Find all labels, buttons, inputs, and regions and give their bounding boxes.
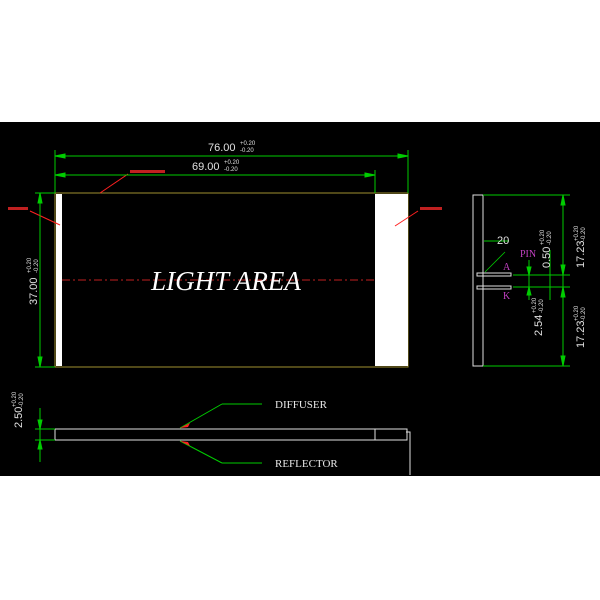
svg-text:+0.20: +0.20 bbox=[532, 297, 538, 313]
dim-2-54: 2.54 +0.20 -0.20 bbox=[532, 297, 545, 336]
svg-text:-0.20: -0.20 bbox=[34, 259, 40, 273]
svg-text:+0.20: +0.20 bbox=[224, 160, 240, 166]
dim-20: 20 bbox=[497, 235, 509, 247]
chinese-note-right bbox=[420, 207, 442, 210]
dim-0-50: 0.50 +0.20 -0.20 bbox=[540, 229, 553, 268]
anode-label: A bbox=[503, 262, 511, 273]
cathode-label: K bbox=[503, 291, 511, 302]
pin-label: PIN bbox=[520, 249, 536, 260]
left-white-strip bbox=[56, 194, 62, 366]
svg-text:2.54: 2.54 bbox=[533, 315, 545, 336]
svg-text:0.50: 0.50 bbox=[541, 247, 553, 268]
diffuser-label: DIFFUSER bbox=[275, 399, 328, 411]
svg-text:+0.20: +0.20 bbox=[540, 229, 546, 245]
dim-17-23-lower: 17.23 +0.20 -0.20 bbox=[574, 305, 587, 348]
side-view bbox=[472, 194, 570, 367]
svg-text:+0.20: +0.20 bbox=[240, 141, 256, 147]
bottom-view bbox=[35, 403, 411, 475]
svg-text:-0.20: -0.20 bbox=[19, 393, 25, 407]
chinese-note-top bbox=[130, 170, 165, 173]
svg-text:-0.20: -0.20 bbox=[581, 307, 587, 321]
svg-text:+0.20: +0.20 bbox=[12, 391, 18, 407]
right-white-strip bbox=[375, 194, 408, 366]
light-area-label: LIGHT AREA bbox=[150, 266, 301, 296]
svg-text:17.23: 17.23 bbox=[575, 320, 587, 348]
svg-text:-0.20: -0.20 bbox=[224, 167, 238, 173]
dim-2-50: 2.50 +0.20 -0.20 bbox=[12, 391, 25, 428]
svg-text:37.00: 37.00 bbox=[28, 277, 40, 305]
pin-anode bbox=[476, 272, 512, 277]
svg-text:-0.20: -0.20 bbox=[547, 231, 553, 245]
svg-text:-0.20: -0.20 bbox=[240, 148, 254, 154]
svg-text:+0.20: +0.20 bbox=[574, 225, 580, 241]
dim-76: 76.00 bbox=[208, 142, 236, 154]
dim-69: 69.00 bbox=[192, 161, 220, 173]
svg-text:17.23: 17.23 bbox=[575, 240, 587, 268]
front-dimensions bbox=[35, 150, 409, 368]
dim-37: 37.00 +0.20 -0.20 bbox=[27, 257, 40, 305]
front-view: LIGHT AREA bbox=[8, 170, 442, 368]
svg-text:-0.20: -0.20 bbox=[539, 299, 545, 313]
chinese-note-left bbox=[8, 207, 28, 210]
reflector-label: REFLECTOR bbox=[275, 458, 338, 470]
dim-17-23-upper: 17.23 +0.20 -0.20 bbox=[574, 225, 587, 268]
svg-text:+0.20: +0.20 bbox=[574, 305, 580, 321]
svg-text:2.50: 2.50 bbox=[13, 407, 25, 428]
svg-text:+0.20: +0.20 bbox=[27, 257, 33, 273]
drawing-svg: LIGHT AREA 76.00 +0.20 -0.20 69.00 +0.20… bbox=[8, 141, 587, 475]
pin-cathode bbox=[476, 285, 512, 290]
svg-text:-0.20: -0.20 bbox=[581, 227, 587, 241]
cad-drawing: LIGHT AREA 76.00 +0.20 -0.20 69.00 +0.20… bbox=[0, 122, 600, 476]
